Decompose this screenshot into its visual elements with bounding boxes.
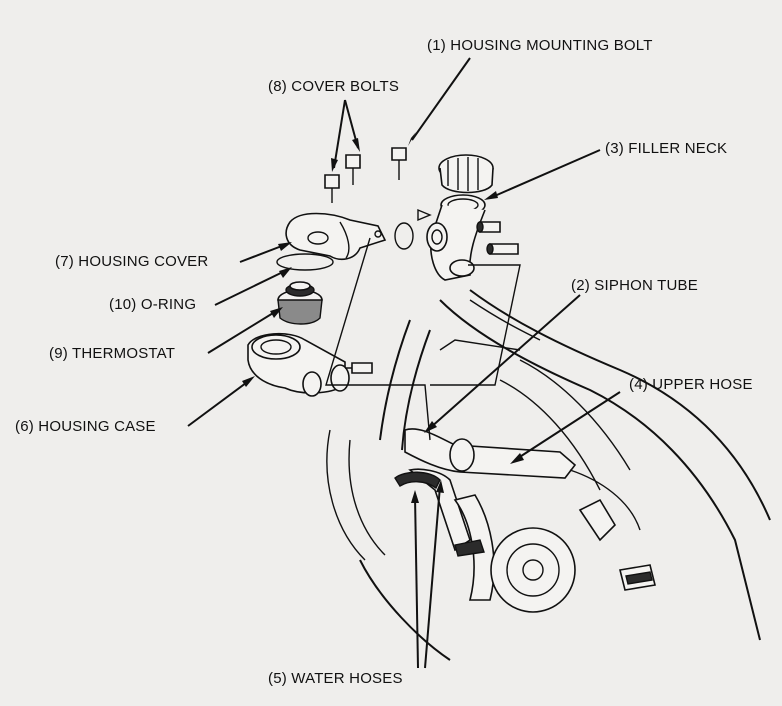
cover-bolts-illustration — [324, 154, 361, 203]
leader-housing-cover — [239, 243, 288, 263]
frame-structure — [326, 289, 771, 661]
filler-neck-bolts — [476, 221, 519, 255]
leader-lines — [187, 57, 621, 669]
callout-thermostat: (9) THERMOSTAT — [49, 345, 176, 362]
callout-o-ring: (10) O-RING — [109, 296, 197, 313]
leader-siphon-tube — [429, 294, 581, 429]
housing-case-illustration — [247, 332, 373, 397]
callout-water-hoses: (5) WATER HOSES — [268, 670, 403, 687]
leader-o-ring — [214, 269, 288, 306]
leader-filler-neck — [489, 149, 601, 199]
callout-housing-cover: (7) HOUSING COVER — [55, 253, 209, 270]
leader-water-hose-right — [424, 485, 441, 669]
housing-mounting-bolt-illustration — [391, 147, 407, 180]
callout-housing-mounting-bolt: (1) HOUSING MOUNTING BOLT — [427, 37, 653, 54]
filler-neck-illustration — [417, 154, 494, 281]
callout-upper-hose: (4) UPPER HOSE — [629, 376, 753, 393]
callout-cover-bolts: (8) COVER BOLTS — [268, 78, 400, 95]
hoses-illustration — [394, 428, 577, 601]
housing-cover-illustration — [285, 212, 387, 261]
water-pump-illustration — [490, 469, 656, 613]
leader-water-hose-left — [414, 495, 419, 669]
callout-siphon-tube: (2) SIPHON TUBE — [571, 277, 698, 294]
leader-thermostat — [207, 309, 279, 354]
leader-housing-case — [187, 379, 251, 427]
thermostat-illustration — [277, 281, 323, 325]
leader-upper-hose — [514, 391, 621, 461]
leader-housing-mounting-bolt — [411, 57, 471, 141]
o-ring-illustration — [276, 253, 334, 271]
filler-neck-o-ring — [394, 222, 414, 250]
callout-housing-case: (6) HOUSING CASE — [15, 418, 156, 435]
callout-filler-neck: (3) FILLER NECK — [605, 140, 728, 157]
leader-cover-bolt-left — [333, 99, 346, 169]
assembly-guide-lines — [325, 237, 521, 441]
